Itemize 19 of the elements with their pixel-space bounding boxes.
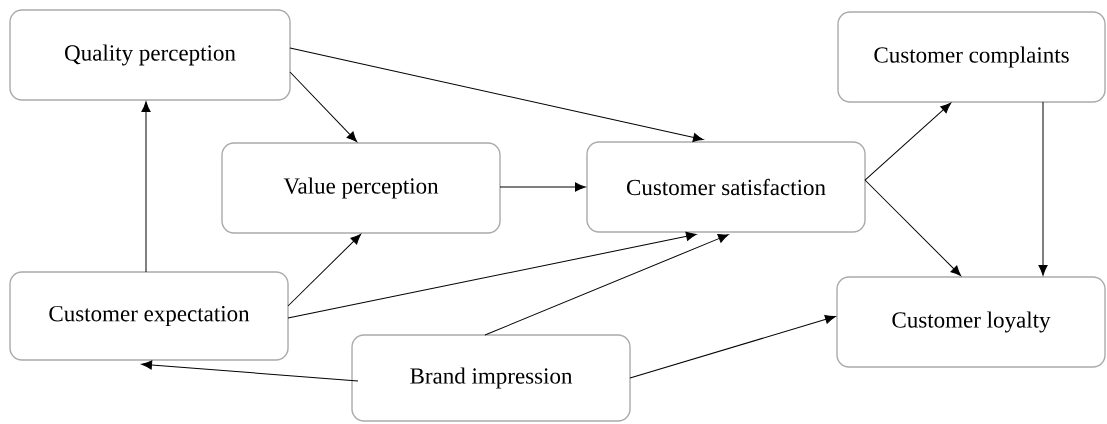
arrow <box>864 179 962 277</box>
arrow <box>864 102 952 181</box>
arrow <box>287 231 697 319</box>
process-box: Customer satisfaction <box>586 141 866 233</box>
arrow <box>484 234 729 336</box>
arrow <box>629 314 836 379</box>
process-box: Value perception <box>221 142 501 234</box>
arrow <box>1038 101 1048 276</box>
arrow <box>289 47 704 142</box>
arrow <box>141 101 151 273</box>
process-box: Customer loyalty <box>836 276 1106 368</box>
arrow <box>287 233 362 307</box>
process-box: Customer complaints <box>837 11 1106 103</box>
arrow <box>499 182 586 192</box>
arrow <box>289 71 358 143</box>
process-box: Quality perception <box>9 9 291 101</box>
process-box: Brand impression <box>351 334 631 422</box>
arrow <box>141 360 359 382</box>
process-box: Customer expectation <box>9 271 289 361</box>
